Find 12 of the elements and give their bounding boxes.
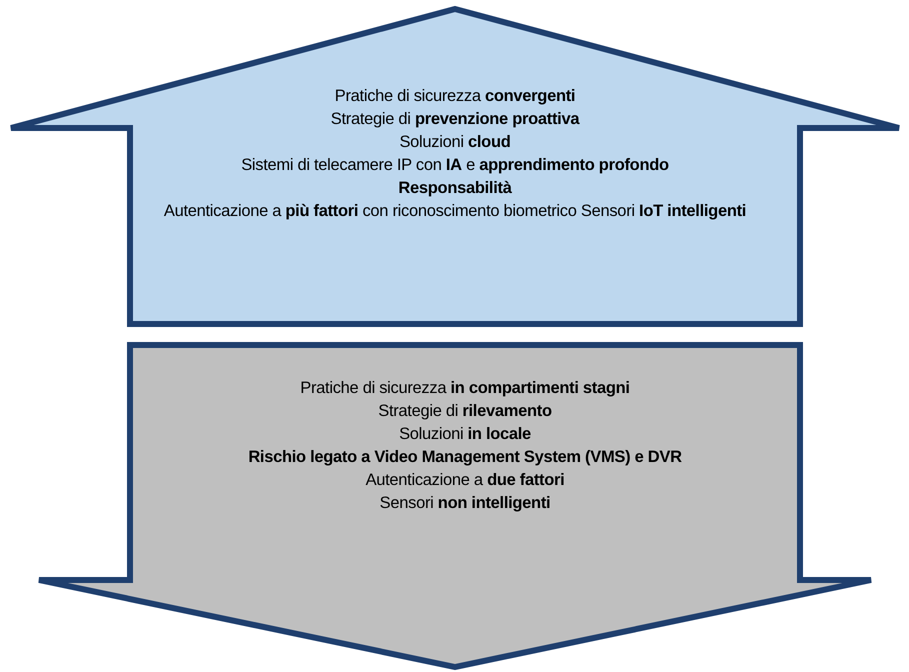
text-line: Pratiche di sicurezza convergenti xyxy=(334,86,576,107)
text-line: Rischio legato a Video Management System (VMS) e DVR xyxy=(248,447,682,468)
text-line: Responsabilità xyxy=(398,178,512,199)
text-line: Strategie di prevenzione proattiva xyxy=(330,109,580,130)
text-line: Sensori non intelligenti xyxy=(380,493,550,514)
text-line: Strategie di rilevamento xyxy=(378,401,552,422)
text-line: Pratiche di sicurezza in compartimenti stagni xyxy=(300,378,630,399)
text-line: Sistemi di telecamere IP con IA e apprendimento profondo xyxy=(241,155,669,176)
text-line: Soluzioni cloud xyxy=(399,132,511,153)
text-line: Autenticazione a due fattori xyxy=(366,470,564,491)
text-line: Autenticazione a più fattori con riconoscimento biometrico Sensori IoT intelligenti xyxy=(164,201,746,222)
text-line: Soluzioni in locale xyxy=(399,424,531,445)
